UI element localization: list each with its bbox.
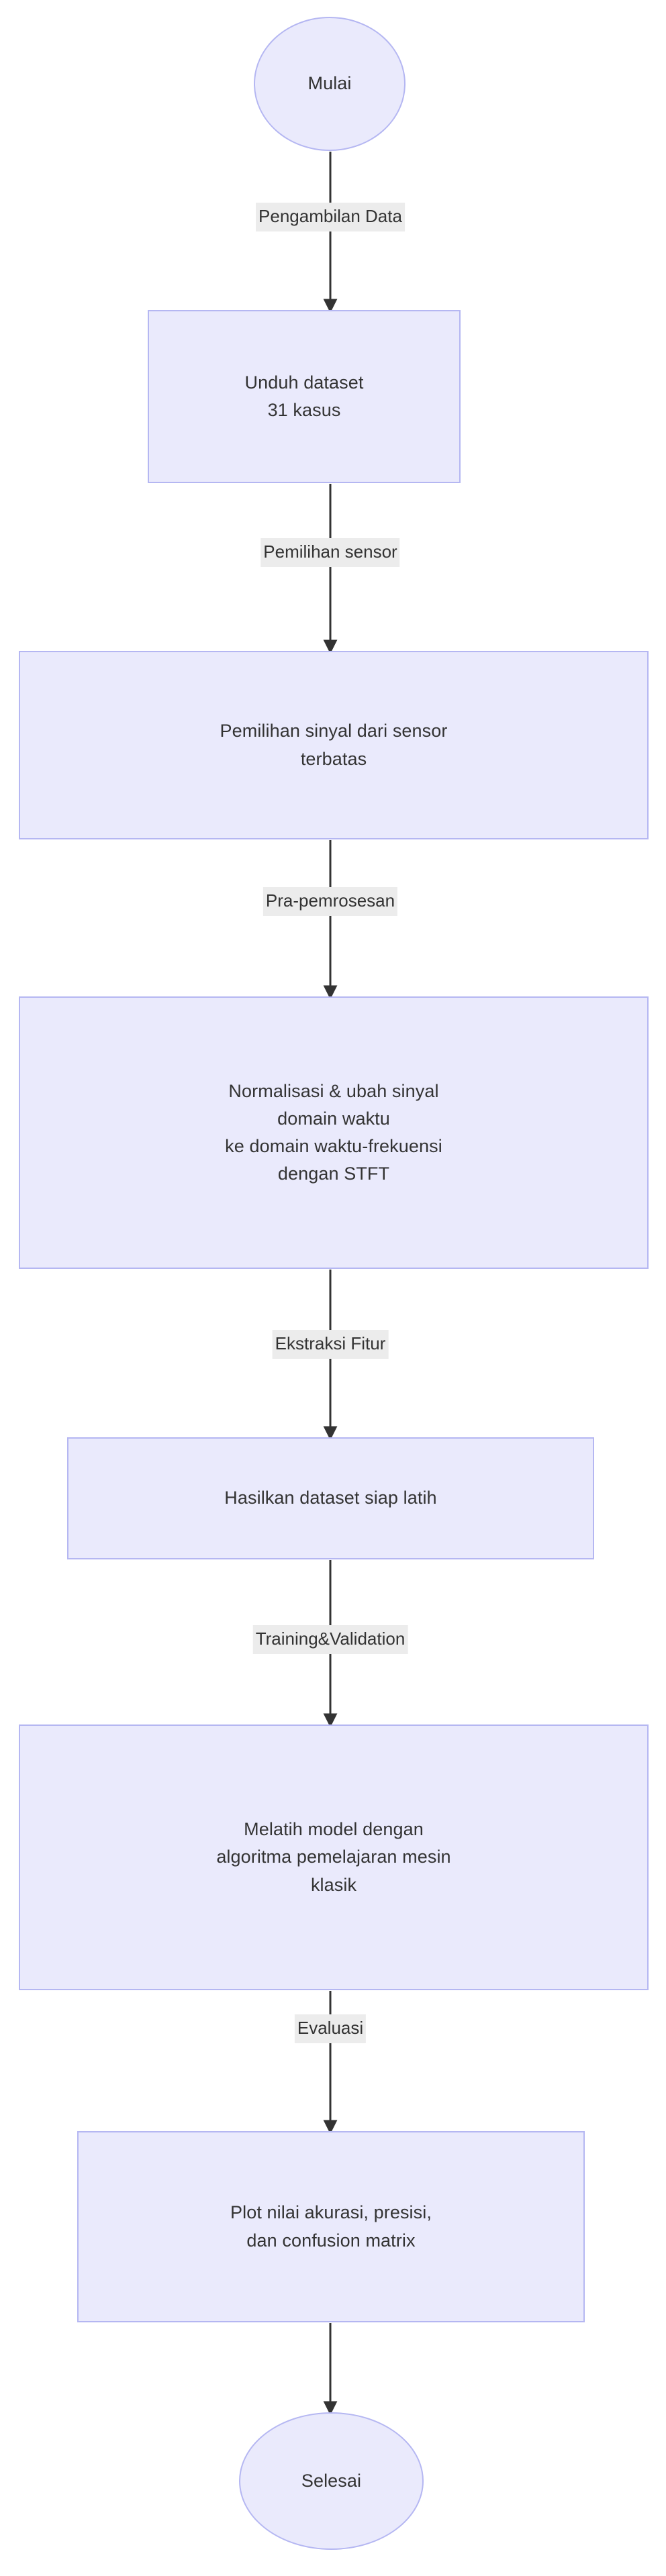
- node-pemilihan-sinyal-line-1: Pemilihan sinyal dari sensor: [220, 721, 448, 741]
- node-plot-evaluasi-line-2: dan confusion matrix: [246, 2230, 416, 2251]
- node-melatih-model-line-3: klasik: [310, 1874, 357, 1895]
- edge-label-evaluasi: Evaluasi: [294, 2014, 367, 2044]
- node-plot-evaluasi[interactable]: Plot nilai akurasi, presisi, dan confusi…: [77, 2131, 585, 2322]
- edge-label-ekstraksi-fitur: Ekstraksi Fitur: [272, 1330, 389, 1359]
- node-normalisasi-stft-line-2: domain waktu: [277, 1108, 390, 1129]
- node-start-label-line-1: Mulai: [307, 73, 352, 94]
- node-pemilihan-sinyal[interactable]: Pemilihan sinyal dari sensor terbatas: [19, 651, 649, 839]
- node-melatih-model[interactable]: Melatih model dengan algoritma pemelajar…: [19, 1724, 649, 1990]
- node-end-selesai[interactable]: Selesai: [239, 2412, 424, 2550]
- node-unduh-dataset-line-2: 31 kasus: [267, 400, 341, 420]
- node-melatih-model-line-1: Melatih model dengan: [244, 1819, 424, 1840]
- node-unduh-dataset[interactable]: Unduh dataset 31 kasus: [148, 310, 461, 483]
- edge-label-pengambilan-data: Pengambilan Data: [256, 203, 405, 232]
- node-hasilkan-dataset-line-1: Hasilkan dataset siap latih: [224, 1488, 437, 1508]
- node-hasilkan-dataset[interactable]: Hasilkan dataset siap latih: [67, 1437, 594, 1559]
- node-normalisasi-stft-line-3: ke domain waktu-frekuensi: [225, 1136, 442, 1156]
- node-unduh-dataset-line-1: Unduh dataset: [244, 372, 364, 393]
- node-start-mulai[interactable]: Mulai: [254, 17, 406, 151]
- edge-label-pemilihan-sensor: Pemilihan sensor: [260, 538, 400, 568]
- node-end-label-line-1: Selesai: [301, 2470, 362, 2491]
- node-plot-evaluasi-line-1: Plot nilai akurasi, presisi,: [230, 2202, 432, 2223]
- edge-label-training-validation: Training&Validation: [252, 1625, 408, 1655]
- node-normalisasi-stft[interactable]: Normalisasi & ubah sinyal domain waktu k…: [19, 996, 649, 1269]
- node-pemilihan-sinyal-line-2: terbatas: [300, 748, 367, 769]
- edge-label-pra-pemrosesan: Pra-pemrosesan: [263, 887, 398, 917]
- node-melatih-model-line-2: algoritma pemelajaran mesin: [216, 1847, 451, 1867]
- node-normalisasi-stft-line-1: Normalisasi & ubah sinyal: [228, 1080, 439, 1101]
- node-normalisasi-stft-line-4: dengan STFT: [277, 1164, 390, 1184]
